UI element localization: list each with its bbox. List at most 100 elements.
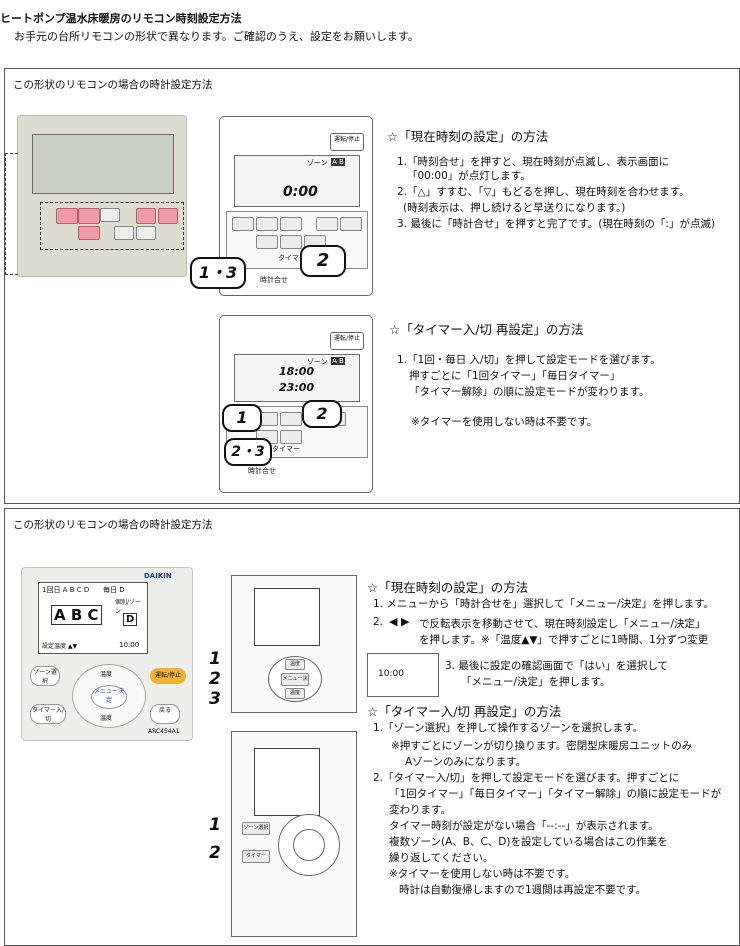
photo-remote-leader-left <box>5 153 18 275</box>
remote-b-zone-value: A B <box>331 357 345 365</box>
section-2-timer-callout-1: 1 <box>209 815 221 835</box>
section-2-timer-line-4: 2.「タイマー入/切」を押して設定モードを選びます。押すごとに <box>373 772 680 784</box>
section-1-clock-line-3: 2.「△」すすむ、「▽」もどるを押し、現在時刻を合わせます。 <box>397 186 690 198</box>
line-remote-top-btn-temp-1: 温度 <box>285 659 305 670</box>
remote-a-btn-2 <box>256 217 278 231</box>
section-2-clock-heading: ☆「現在時刻の設定」の方法 <box>367 580 529 595</box>
line-remote-top-screen <box>254 588 320 646</box>
photo-remote-2-btn-zone: ゾーン選択 <box>30 666 60 686</box>
remote-a-clock-button-label: 時計合せ <box>260 276 288 284</box>
remote-b-zone-label: ゾーン <box>307 358 328 366</box>
section-2-timer-line-1: 1.「ゾーン選択」を押して操作するゾーンを選択します。 <box>373 722 644 734</box>
section-1-timer-line-2: 押すごとに「1回タイマー」「毎日タイマー」 <box>409 370 621 382</box>
section-2-line-remote-bottom: ゾーン選択 タイマー入/切 <box>231 731 357 937</box>
remote-b-lcd: ゾーン A B 18:00 23:00 <box>234 354 360 402</box>
section-1-clock-line-4: (時刻表示は、押し続けると早送りになります。) <box>403 202 626 214</box>
section-1-photo-remote <box>17 115 187 277</box>
remote-a-timer-label: タイマー <box>278 254 306 262</box>
section-1-clock-line-5: 3. 最後に「時計合せ」を押すと完了です。(現在時刻の「:」が点滅) <box>397 218 716 230</box>
remote-a-top-button: 運転/停止 <box>330 133 364 151</box>
section-2-timer-line-5: 「1回タイマー」「毎日タイマー」「タイマー解除」の順に設定モードが <box>389 788 722 800</box>
section-2-timer-line-10: ※タイマーを使用しない時は不要です。 <box>389 868 576 880</box>
photo-remote-2-dial: 温度 メニュー決定 温度 <box>72 664 146 728</box>
line-remote-bottom-btn-timer: タイマー入/切 <box>242 850 270 863</box>
section-2-clock-line-3: 3. 最後に設定の確認画面で「はい」を選択して <box>445 660 669 672</box>
section-2-line-remote-top: 温度 メニュー決定 温度 <box>231 575 357 713</box>
section-2-mini-screen: 10:00 <box>367 653 439 697</box>
section-1-clock-heading: ☆「現在時刻の設定」の方法 <box>387 129 549 144</box>
remote-b-callout-1: 1 <box>222 404 262 432</box>
remote-a-callout-left: 1・3 <box>190 257 246 289</box>
remote-b-top-button: 運転/停止 <box>330 332 364 350</box>
section-2-timer-line-2: ※押すごとにゾーンが切り換ります。密閉型床暖房ユニットのみ <box>391 740 693 752</box>
photo-remote-2-brand: DAIKIN <box>144 572 172 580</box>
line-remote-bottom-dial <box>278 814 340 876</box>
remote-b-timer-label: タイマー <box>272 445 300 453</box>
section-2-clock-line-3b: 「メニュー/決定」を押します。 <box>461 676 611 688</box>
photo-remote-2-zone-side: D <box>123 613 138 626</box>
photo-remote-red-button-2 <box>78 208 100 224</box>
photo-remote-red-button-3 <box>136 208 156 224</box>
section-1-timer-line-3: 「タイマー解除」の順に設定モードが変わります。 <box>409 386 650 398</box>
section-2-caption: この形状のリモコンの場合の時計設定方法 <box>13 519 213 531</box>
remote-b-lcd-time-2: 23:00 <box>279 381 315 394</box>
remote-b-callout-2: 2 <box>302 400 342 428</box>
section-2-timer-callout-2: 2 <box>209 843 221 863</box>
section-2-timer-line-8: 複数ゾーン(A、B、C、D)を設定している場合はこの作業を <box>389 836 668 848</box>
section-2-timer-line-3: Aゾーンのみになります。 <box>405 756 527 768</box>
photo-remote-2-btn-temp-up: 温度 <box>100 671 113 678</box>
section-1-caption: この形状のリモコンの場合の時計設定方法 <box>13 79 213 91</box>
section-2-clock-line-2-text: で反転表示を移動させて、現在時刻設定し「メニュー/決定」 <box>419 618 706 630</box>
remote-a-btn-7 <box>280 235 302 249</box>
photo-remote-red-button-5 <box>78 226 100 240</box>
remote-a-btn-5 <box>340 217 362 231</box>
section-2-clock-line-2b: を押します。※「温度▲▼」で押すごとに1時間、1分ずつ変更 <box>419 634 709 646</box>
remote-b-btn-5 <box>280 430 302 444</box>
line-remote-bottom-dial-inner <box>293 829 325 861</box>
section-1-clock-line-2: 「00:00」が点灯します。 <box>407 170 531 182</box>
line-remote-top-dial: 温度 メニュー決定 温度 <box>268 656 322 702</box>
section-2-panel: この形状のリモコンの場合の時計設定方法 DAIKIN 1回日 A B C D 毎… <box>4 508 740 946</box>
remote-a: 運転/停止 ゾーン A B 0:00 タイマー 時計合せ 1・3 2 <box>190 116 373 296</box>
remote-a-callout-right: 2 <box>300 245 346 277</box>
photo-remote-red-button-4 <box>158 208 178 224</box>
line-remote-bottom-btn-zone: ゾーン選択 <box>242 822 270 835</box>
section-2-photo-remote: DAIKIN 1回日 A B C D 毎日 D A B C 個別/ゾーン D 設… <box>21 567 193 741</box>
photo-remote-2-row1b: 毎日 D <box>103 586 125 594</box>
line-remote-top-btn-temp-2: 温度 <box>285 688 305 699</box>
photo-remote-2-time: 10:00 <box>119 641 140 649</box>
remote-a-zone-value: A B <box>331 158 345 166</box>
section-1-clock-line-1: 1.「時刻合せ」を押すと、現在時刻が点滅し、表示画面に <box>397 156 670 168</box>
section-2-clock-line-1: 1. メニューから「時計合せを」選択して「メニュー/決定」を押します。 <box>373 598 715 610</box>
section-1-timer-line-4: ※タイマーを使用しない時は不要です。 <box>411 416 598 428</box>
photo-remote-red-button-1 <box>56 208 78 224</box>
page-title: ヒートポンプ温水床暖房のリモコン時刻設定方法 <box>0 12 242 25</box>
photo-remote-gray-button-3 <box>136 226 156 240</box>
section-2-mini-screen-time: 10:00 <box>378 669 404 679</box>
remote-b: 運転/停止 ゾーン A B 18:00 23:00 タイマー 時計合せ 1 2 … <box>219 315 373 493</box>
section-2-right-arrow-icon: ▶ <box>401 615 410 628</box>
section-2-timer-line-11: 時計は自動復帰しますので1週間は再設定不要です。 <box>399 884 647 896</box>
section-2-timer-heading: ☆「タイマー入/切 再設定」の方法 <box>367 704 562 719</box>
remote-b-clock-button-label: 時計合せ <box>248 467 276 475</box>
section-2-clock-callout-3: 3 <box>209 689 221 709</box>
remote-a-lcd: ゾーン A B 0:00 <box>234 155 360 207</box>
remote-a-btn-6 <box>256 235 278 249</box>
remote-b-callout-3: 2・3 <box>224 438 272 466</box>
remote-a-btn-1 <box>232 217 254 231</box>
line-remote-top-btn-menu: メニュー決定 <box>281 673 309 686</box>
photo-remote-2-btn-run: 運転/停止 <box>150 668 186 684</box>
section-2-left-arrow-icon: ◀ <box>389 615 398 628</box>
photo-remote-2-model: ARC454A1 <box>148 728 180 735</box>
remote-a-lcd-time: 0:00 <box>283 184 318 200</box>
remote-b-lcd-time-1: 18:00 <box>279 365 315 378</box>
photo-remote-lcd <box>32 134 174 194</box>
line-remote-bottom-screen <box>254 748 320 816</box>
remote-a-zone-label: ゾーン <box>307 159 328 167</box>
photo-remote-2-row1: 1回日 A B C D <box>42 586 90 594</box>
photo-remote-2-screen: 1回日 A B C D 毎日 D A B C 個別/ゾーン D 設定温度 ▲▼ … <box>38 582 148 654</box>
section-2-timer-line-9: 繰り返してください。 <box>389 852 494 864</box>
page-subtitle: お手元の台所リモコンの形状で異なります。ご確認のうえ、設定をお願いします。 <box>14 30 419 43</box>
photo-remote-2-side-label: 個別/ゾーン <box>115 599 142 615</box>
section-1-timer-heading: ☆「タイマー入/切 再設定」の方法 <box>389 322 584 337</box>
